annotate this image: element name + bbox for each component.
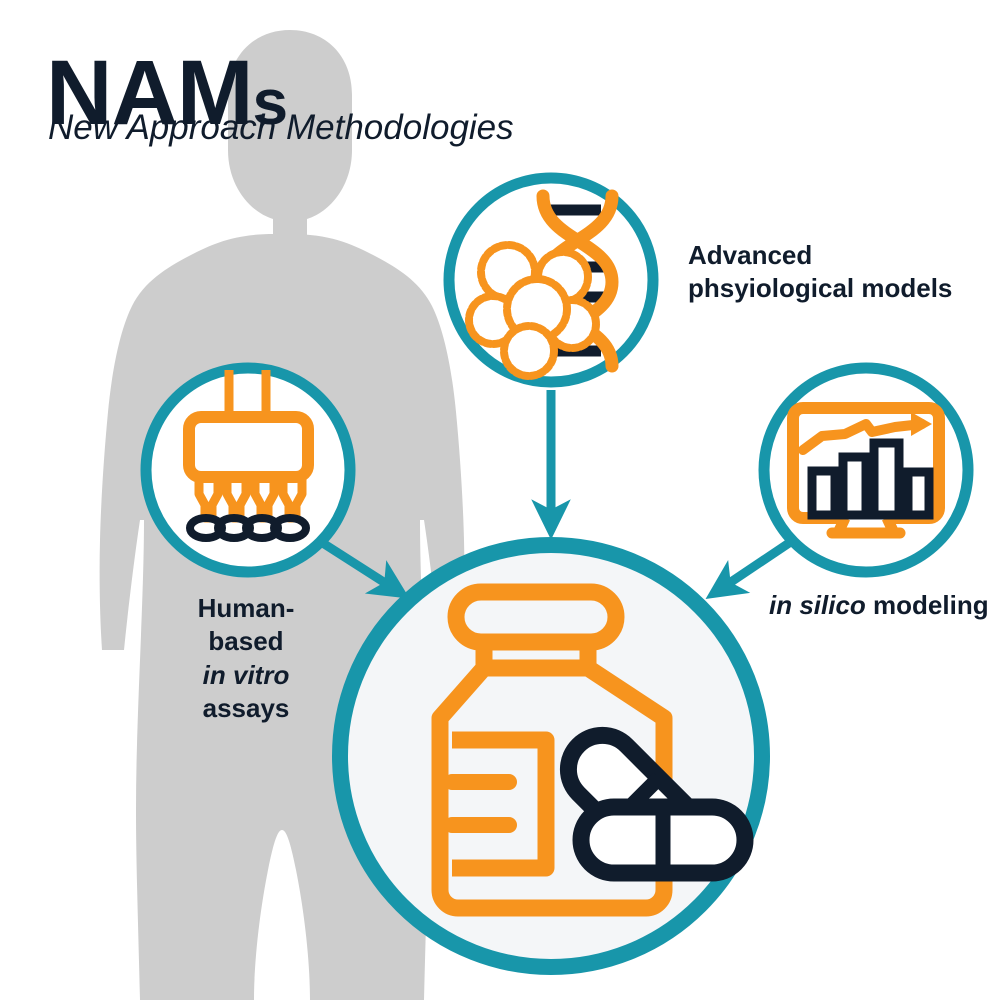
- arrow-in-silico-to-center: [705, 535, 798, 600]
- arrow-in-vitro-to-center: [315, 536, 410, 599]
- node-physiological[interactable]: [443, 172, 659, 388]
- label-human-line1: Human-based: [197, 593, 295, 657]
- label-in-silico-modeling: in silico modeling: [769, 590, 989, 621]
- medicine-bottle-capsules-icon: [431, 583, 754, 917]
- monitor-bar-chart-icon: [787, 402, 945, 539]
- label-advanced-line1: Advanced: [688, 240, 813, 270]
- label-advanced-physiological-models: Advanced phsyiological models: [688, 239, 952, 306]
- page-title: NAMs: [46, 6, 289, 178]
- node-in-vitro[interactable]: [140, 362, 356, 578]
- dna-organoid-icon: [465, 189, 619, 380]
- title-nams: NAMs: [46, 41, 289, 144]
- label-advanced-line2: phsyiological models: [688, 273, 953, 304]
- label-in-vitro-italic: in vitro: [202, 659, 290, 690]
- connector-arrows: [315, 390, 798, 600]
- multichannel-pipette-icon: [183, 370, 314, 542]
- label-modeling-text: modeling: [865, 590, 989, 620]
- center-outcome-node[interactable]: [332, 537, 770, 975]
- title-s-text: s: [252, 65, 289, 138]
- label-assays-text: assays: [202, 692, 290, 723]
- label-in-silico-italic: in silico: [769, 590, 866, 620]
- page-subtitle: New Approach Methodologies: [48, 108, 514, 147]
- title-nam-text: NAM: [46, 41, 254, 144]
- node-in-silico[interactable]: [758, 362, 974, 578]
